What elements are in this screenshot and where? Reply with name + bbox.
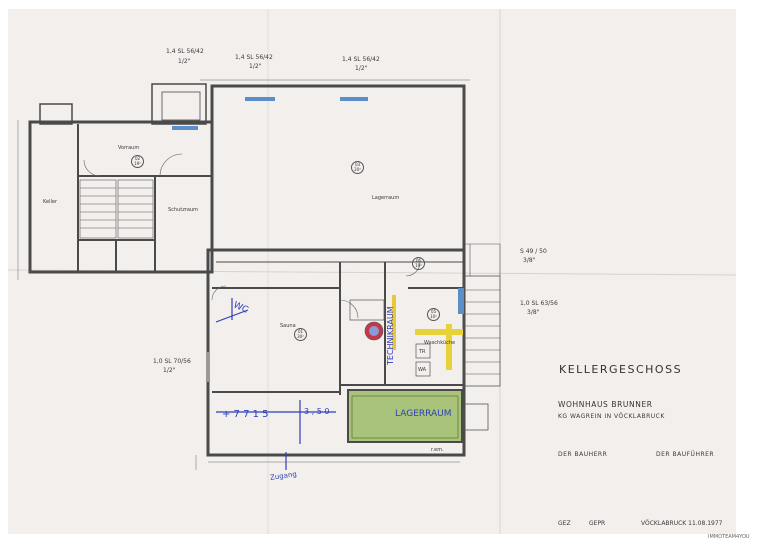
watermark: IMMOTEAM4YOU [708,534,750,540]
window-label-6-sub: 1/2" [163,367,176,374]
label-rem: r.em. [431,447,444,453]
drawing-title: KELLERGESCHOSS [559,363,683,376]
room-label-schutzraum: Schutzraum [168,207,199,213]
outer-pit [463,403,489,431]
room-label-waschkueche: Waschküche [424,340,456,346]
project-name: WOHNHAUS BRUNNER [558,400,653,409]
handwritten-technikraum: TECHNIKRAUM [386,306,395,365]
window-label-2: 1,4 SL 56/42 [235,54,273,61]
label-tr: TR [419,349,426,355]
signature-baufuehrer: DER BAUFÜHRER [656,451,715,458]
room-label-keller: Keller [43,199,58,205]
dimension-lines [17,79,470,470]
room-label-vorraum: Vorraum [118,145,140,151]
windows [172,97,464,382]
city-date: VÖCKLABRUCK 11.08.1977 [641,520,723,527]
window-label-5-sub: 3/8" [527,309,540,316]
label-gepr: GEPR [589,520,606,527]
light-wells [39,83,207,125]
window-label-1: 1,4 SL 56/42 [166,48,204,55]
window-label-3: 1,4 SL 56/42 [342,56,380,63]
pipes [392,295,463,370]
handwritten-dimension-1: + 7 7 1 5 [222,409,269,420]
window-label-6: 1,0 SL 70/56 [153,358,191,365]
room-label-sauna: Sauna [280,323,296,329]
project-location: KG WAGREIN IN VÖCKLABRUCK [558,413,665,420]
main-block-walls [210,84,466,252]
signature-bauherr: DER BAUHERR [558,451,608,458]
window-label-1-sub: 1/2" [178,58,191,65]
door-swings [83,153,421,319]
handwritten-dimension-2: 3 , 5 0 [304,407,330,416]
stairs [79,179,501,387]
room-label-lagerraum: Lagerraum [372,195,400,201]
label-wa: WA [418,367,427,373]
storage-room-fill [347,389,463,443]
window-label-4: S 49 / 50 [520,248,547,255]
window-label-5: 1,0 SL 63/56 [520,300,558,307]
handwritten-lagerraum: LAGERRAUM [395,409,452,419]
label-gez: GEZ [558,520,571,527]
window-label-3-sub: 1/2" [355,65,368,72]
window-label-4-sub: 3/8" [523,257,536,264]
hand-marks [215,298,336,470]
window-label-2-sub: 1/2" [249,63,262,70]
